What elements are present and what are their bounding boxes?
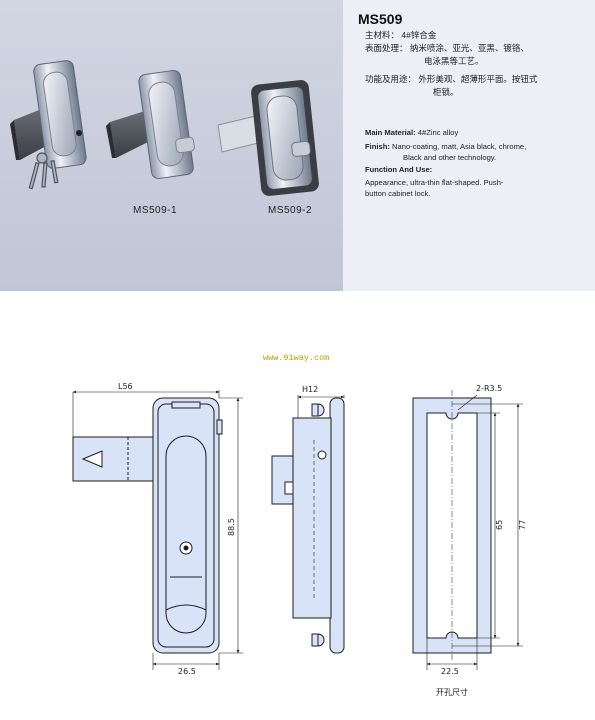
en-function-label: Function And Use: [365, 165, 432, 175]
en-finish: Finish: Nano-coating, matt, Asia black, … [365, 142, 526, 152]
side-bezel [329, 397, 345, 654]
en-finish-value-2: Black and other technology. [403, 153, 497, 162]
dim-26-5: 26.5 [178, 667, 196, 676]
technical-drawing: L56 88.5 26.5 H12 [72, 382, 527, 676]
dim-h12: H12 [302, 385, 318, 394]
lock-photo-1 [10, 60, 87, 190]
cn-material: 主材料： 4#锌合金 [365, 28, 436, 42]
cn-function: 功能及用途： 外形美观、超薄形平面。按钮式 [365, 72, 537, 86]
spec-panel [343, 0, 595, 291]
model-title: MS509 [358, 11, 403, 27]
dim-22-5: 22.5 [441, 667, 459, 676]
cn-function-value-2: 柜锁。 [433, 87, 459, 97]
product-photo [10, 60, 319, 196]
variant-1-caption: MS509-1 [133, 205, 178, 216]
en-material-label: Main Material: [365, 128, 416, 137]
en-function-label-text: Function And Use: [365, 165, 433, 174]
dim-65: 65 [495, 520, 504, 530]
variant-2-caption: MS509-2 [268, 205, 313, 216]
en-material: Main Material: 4#Zinc alloy [365, 128, 458, 138]
dim-77: 77 [518, 520, 527, 530]
en-function-value-2: button cabinet lock. [365, 189, 431, 198]
cn-finish-label: 表面处理： [365, 43, 408, 53]
side-cam [271, 455, 294, 505]
cn-function-value-1: 外形美观、超薄形平面。按钮式 [418, 74, 538, 84]
product-photo-panel: MS509-1 MS509-2 [0, 0, 343, 291]
en-finish-value-1: Nano-coating, matt, Asia black, chrome, [392, 142, 527, 151]
cutout-view [412, 390, 523, 670]
front-view [72, 390, 243, 670]
dim-radius: 2-R3.5 [476, 384, 502, 393]
cn-finish-value-2: 电泳黑等工艺。 [424, 56, 484, 66]
front-handle [165, 435, 207, 634]
side-view [271, 395, 345, 654]
cn-material-value: 4#锌合金 [401, 30, 437, 40]
dim-88-5: 88.5 [227, 518, 236, 536]
en-material-value: 4#Zinc alloy [417, 128, 459, 137]
cn-finish: 表面处理： 纳米喷涂、亚光、亚黑、镀铬、 [365, 41, 529, 55]
dim-l56: L56 [118, 382, 133, 391]
lock-photo-2 [106, 69, 195, 180]
cn-finish-value-1: 纳米喷涂、亚光、亚黑、镀铬、 [409, 43, 529, 53]
en-function-value-1: Appearance, ultra-thin flat-shaped. Push… [365, 178, 504, 187]
front-cam-arrow-icon [81, 450, 103, 468]
cn-function-label: 功能及用途： [365, 74, 417, 84]
lock-photo-3 [217, 80, 319, 196]
side-body [292, 417, 332, 619]
cutout-size-note: 开孔尺寸 [436, 688, 468, 697]
en-finish-label: Finish: [365, 142, 390, 151]
cn-material-label: 主材料： [365, 30, 400, 40]
watermark-url: www.91way.com [263, 353, 330, 363]
